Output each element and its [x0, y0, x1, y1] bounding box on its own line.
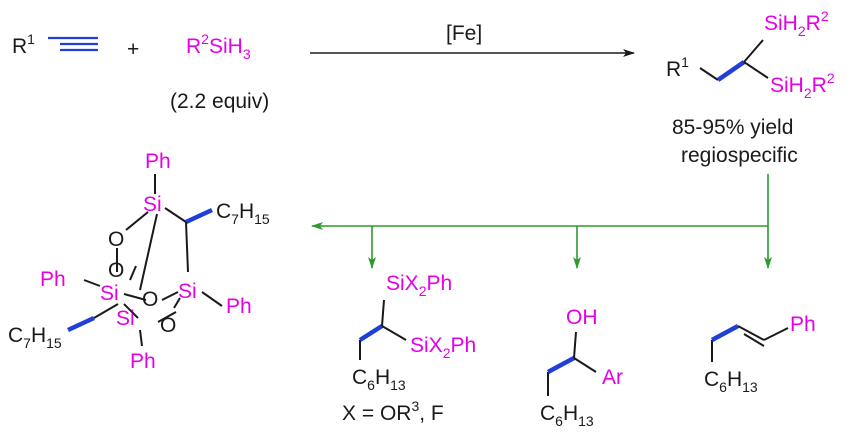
cage-o-2: O: [108, 259, 124, 282]
cage-si-bottom: Si: [116, 307, 135, 330]
product-hydrosilylated-bond: [716, 60, 746, 82]
cage-ph-top: Ph: [145, 150, 171, 173]
product-r1-label: R1: [666, 54, 689, 81]
siloxane-cage: [67, 174, 223, 347]
cage-ph-bottom: Ph: [130, 350, 156, 373]
equiv-label: (2.2 equiv): [170, 90, 269, 113]
product-silyl-top: SiH2R2: [764, 8, 829, 39]
product-a-x-definition: X = OR3, F: [342, 398, 444, 425]
regiospecific-label: regiospecific: [681, 144, 798, 167]
product-b-hydroxyl: OH: [566, 306, 598, 329]
cage-alkyl-bottom: C7H15: [8, 324, 62, 351]
plus-sign: +: [127, 38, 139, 61]
cage-si-right: Si: [178, 280, 197, 303]
cage-si-top: Si: [143, 193, 162, 216]
cage-ph-left: Ph: [40, 268, 66, 291]
product-c-hexyl: C6H13: [704, 368, 758, 395]
yield-label: 85-95% yield: [672, 116, 793, 139]
triple-bond: [48, 36, 98, 52]
product-bond-2: [743, 39, 764, 63]
cage-o-4: O: [160, 314, 176, 337]
product-a-silyl-top: SiX2Ph: [386, 272, 452, 299]
cage-ph-right: Ph: [226, 295, 252, 318]
silane-reagent: R2SiH3: [186, 31, 251, 62]
cage-o-3: O: [142, 288, 158, 311]
product-b-aryl: Ar: [602, 366, 623, 389]
cage-alkyl-top: C7H15: [216, 200, 270, 227]
derivatization-arrows: [311, 174, 772, 269]
cage-o-1: O: [108, 228, 124, 251]
product-b-bonds: [546, 331, 597, 396]
product-silyl-bottom: SiH2R2: [770, 70, 835, 101]
product-a-hexyl: C6H13: [352, 366, 406, 393]
product-bond-3: [743, 61, 769, 79]
catalyst-label: [Fe]: [446, 22, 482, 45]
product-b-hexyl: C6H13: [540, 402, 594, 429]
product-c-bonds: [710, 324, 789, 362]
product-a-silyl-bottom: SiX2Ph: [410, 334, 476, 361]
product-a-bonds: [358, 299, 407, 360]
product-bond-1: [699, 67, 719, 81]
cage-si-left: Si: [100, 282, 119, 305]
product-c-phenyl: Ph: [790, 313, 816, 336]
alkyne-r1-label: R1: [12, 31, 35, 58]
